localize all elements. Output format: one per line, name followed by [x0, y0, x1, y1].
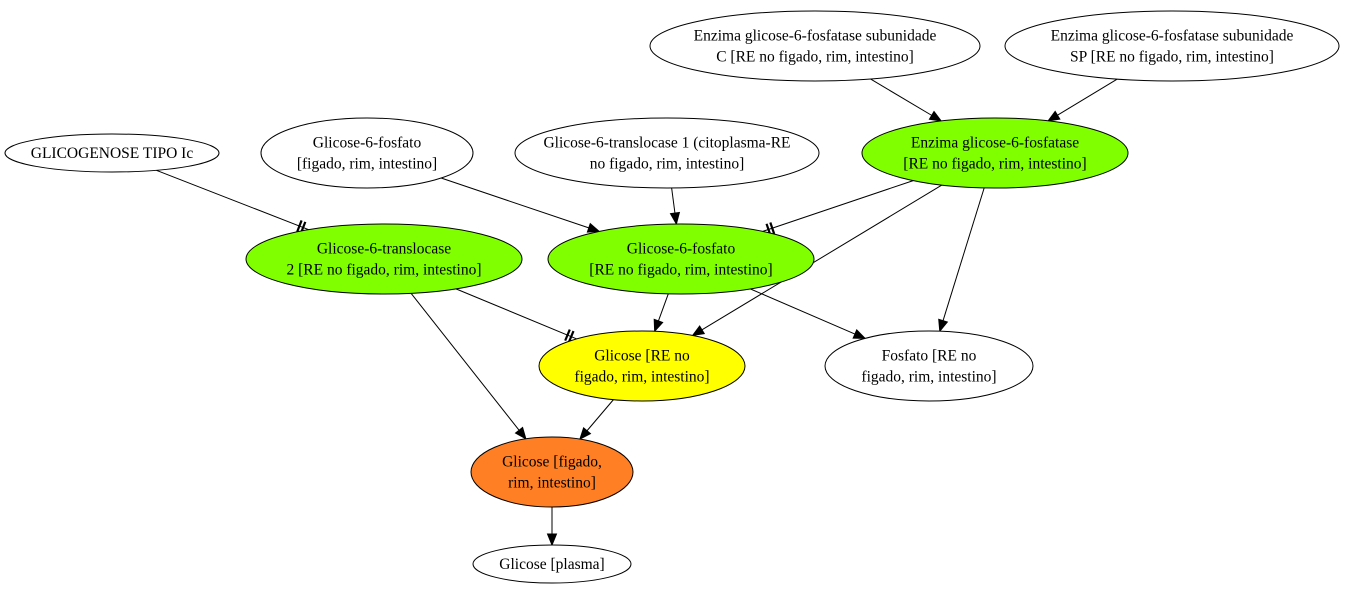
node-ellipse — [4, 133, 220, 173]
node-glicose-plasma: Glicose [plasma] — [472, 544, 632, 584]
node-ellipse — [861, 117, 1129, 189]
node-label: Enzima glicose-6-fosfatase — [911, 135, 1079, 152]
inhibit-mark — [564, 329, 571, 342]
node-fosfato-re: Fosfato [RE no figado, rim, intestino] — [824, 330, 1034, 402]
edge-line — [750, 288, 856, 335]
edge-glicose_re-to-glicose_tissue — [579, 399, 614, 441]
edge-line — [701, 184, 943, 331]
node-glicogenose: GLICOGENOSE TIPO Ic — [4, 133, 220, 173]
edge-line — [657, 293, 669, 322]
node-label: Glicose [plasma] — [499, 556, 604, 573]
arrowhead — [691, 325, 706, 337]
edge-line — [762, 180, 914, 232]
node-label: C [RE no figado, rim, intestino] — [716, 49, 914, 66]
node-ellipse — [649, 10, 981, 82]
node-label: Glicose-6-translocase 1 (citoplasma-RE — [543, 135, 790, 152]
node-label: Glicose-6-translocase — [317, 241, 451, 258]
node-label: figado, rim, intestino] — [574, 369, 709, 386]
edge-line — [410, 293, 520, 431]
edge-line — [1057, 78, 1118, 116]
node-ellipse — [547, 223, 815, 295]
node-label: rim, intestino] — [508, 475, 596, 492]
node-glicose-re: Glicose [RE no figado, rim, intestino] — [538, 330, 746, 402]
edge-glicogenose-to-g6t2 — [156, 169, 309, 234]
arrowhead — [852, 329, 867, 339]
arrowhead — [938, 318, 949, 333]
node-g6pase-sp: Enzima glicose-6-fosfatase subunidade SP … — [1004, 10, 1340, 82]
inhibit-mark — [769, 222, 776, 235]
edge-g6pase-to-fosfato_re — [938, 187, 985, 333]
arrowhead — [653, 318, 664, 333]
arrowhead — [546, 533, 558, 547]
edge-line — [586, 399, 614, 432]
edges-layer — [156, 78, 1118, 547]
node-glicose-tissue: Glicose [figado, rim, intestino] — [470, 436, 634, 508]
edge-line — [870, 78, 932, 116]
node-label: Enzima glicose-6-fosfatase subunidade — [1051, 28, 1294, 45]
nodes-layer: Enzima glicose-6-fosfatase subunidade C [… — [4, 10, 1340, 584]
node-label: SP [RE no figado, rim, intestino] — [1070, 49, 1274, 66]
node-label: figado, rim, intestino] — [861, 369, 996, 386]
edge-line — [440, 177, 589, 229]
node-g6p-cyto: Glicose-6-fosfato [figado, rim, intestino… — [260, 117, 474, 189]
edge-g6t2-to-glicose_tissue — [410, 293, 527, 440]
node-g6t2: Glicose-6-translocase 2 [RE no figado, ri… — [245, 223, 523, 295]
edge-g6t1-to-g6p_re — [669, 187, 681, 226]
edge-g6p_cyto-to-g6p_re — [440, 177, 601, 233]
node-ellipse — [245, 223, 523, 295]
node-label: [figado, rim, intestino] — [297, 156, 437, 173]
arrowhead — [586, 222, 601, 233]
inhibit-mark — [567, 330, 575, 343]
edge-g6pase_sp-to-g6pase — [1046, 78, 1118, 122]
edge-g6pase-to-glicose_re — [691, 184, 943, 337]
node-g6p-re: Glicose-6-fosfato [RE no figado, rim, int… — [547, 223, 815, 295]
node-label: GLICOGENOSE TIPO Ic — [31, 145, 194, 162]
node-label: Glicose [figado, — [502, 454, 602, 471]
inhibit-mark — [296, 220, 303, 233]
node-label: [RE no figado, rim, intestino] — [589, 262, 772, 279]
edge-g6p_re-to-glicose_re — [653, 293, 669, 333]
arrowhead — [579, 426, 592, 441]
edge-g6pase-to-g6p_re — [762, 180, 914, 236]
node-ellipse — [514, 117, 820, 189]
node-ellipse — [1004, 10, 1340, 82]
node-label: Glicose-6-fosfato — [313, 135, 422, 152]
node-ellipse — [824, 330, 1034, 402]
node-ellipse — [472, 544, 632, 584]
edge-glicose_tissue-to-glicose_plasma — [546, 507, 558, 547]
edge-line — [942, 187, 985, 321]
edge-line — [671, 187, 676, 214]
node-g6pase-c: Enzima glicose-6-fosfatase subunidade C [… — [649, 10, 981, 82]
edge-line — [455, 288, 577, 340]
node-ellipse — [538, 330, 746, 402]
edge-line — [156, 169, 309, 231]
node-ellipse — [470, 436, 634, 508]
node-label: Glicose-6-fosfato — [627, 241, 736, 258]
node-ellipse — [260, 117, 474, 189]
node-label: Fosfato [RE no — [882, 348, 977, 365]
arrowhead — [1046, 110, 1061, 122]
arrowhead — [669, 211, 681, 226]
node-label: 2 [RE no figado, rim, intestino] — [286, 262, 481, 279]
edge-g6p_re-to-fosfato_re — [750, 288, 867, 339]
arrowhead — [928, 110, 943, 122]
node-g6t1: Glicose-6-translocase 1 (citoplasma-RE no… — [514, 117, 820, 189]
arrowhead — [514, 426, 527, 440]
node-label: Enzima glicose-6-fosfatase subunidade — [694, 28, 937, 45]
edge-g6t2-to-glicose_re — [455, 288, 577, 343]
edge-g6pase_c-to-g6pase — [870, 78, 943, 122]
node-label: no figado, rim, intestino] — [590, 156, 745, 173]
node-g6pase: Enzima glicose-6-fosfatase [RE no figado,… — [861, 117, 1129, 189]
node-label: Glicose [RE no — [594, 348, 690, 365]
node-label: [RE no figado, rim, intestino] — [903, 156, 1086, 173]
